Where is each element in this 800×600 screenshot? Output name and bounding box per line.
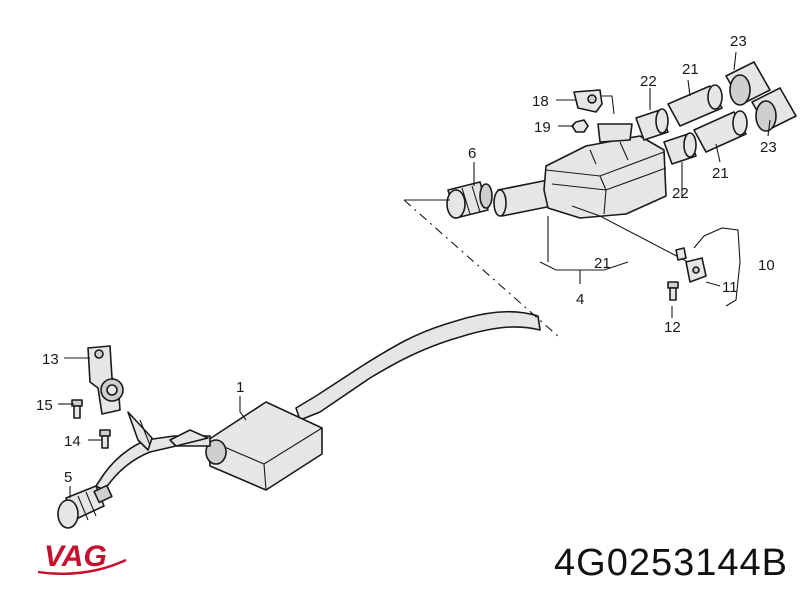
logo-swoosh [37, 558, 127, 576]
callout-23-upper: 23 [730, 33, 747, 50]
clamp-22-lower [663, 132, 697, 165]
bolt-15 [71, 399, 83, 419]
leader-lines [58, 51, 771, 498]
front-y-pipe [95, 435, 211, 491]
front-y-pipe-upper [169, 429, 209, 447]
callout-22-upper: 22 [640, 73, 657, 90]
callout-21-rear: 21 [594, 255, 611, 272]
muffler-bracket [597, 123, 633, 143]
callout-12: 12 [664, 319, 681, 336]
center-muffler [207, 401, 323, 491]
callout-14: 14 [64, 433, 81, 450]
callout-6: 6 [468, 145, 476, 162]
bolt-14 [99, 429, 111, 449]
callout-21-lower: 21 [712, 165, 729, 182]
callout-4: 4 [576, 291, 584, 308]
sensor-18 [573, 89, 615, 115]
clamp-22-upper [635, 108, 669, 141]
nut-19 [571, 119, 589, 133]
callout-18: 18 [532, 93, 549, 110]
vag-logo: VAG [37, 540, 127, 576]
front-exhaust-section [57, 310, 541, 529]
callout-15: 15 [36, 397, 53, 414]
clamp-6 [446, 181, 493, 219]
bolt-12 [667, 281, 679, 301]
hanger-bracket-13 [87, 345, 153, 451]
part-number: 4G0253144B [554, 542, 788, 584]
front-clamp-5 [57, 484, 113, 529]
callout-numbers: 1 4 5 6 10 11 12 13 15 14 18 19 21 21 21… [36, 33, 777, 486]
callout-22-lower: 22 [672, 185, 689, 202]
sensor-bracket-11 [675, 247, 707, 283]
callout-19: 19 [534, 119, 551, 136]
callout-23-lower: 23 [760, 139, 777, 156]
callout-13: 13 [42, 351, 59, 368]
callout-11: 11 [722, 279, 738, 296]
logo-text: VAG [44, 540, 107, 573]
rear-exhaust-section [446, 61, 797, 301]
callout-21-upper: 21 [682, 61, 699, 78]
callout-5: 5 [64, 469, 72, 486]
muffler-inlet [205, 439, 227, 465]
front-pipe [295, 310, 541, 421]
callout-10: 10 [758, 257, 775, 274]
callout-1: 1 [236, 379, 244, 396]
